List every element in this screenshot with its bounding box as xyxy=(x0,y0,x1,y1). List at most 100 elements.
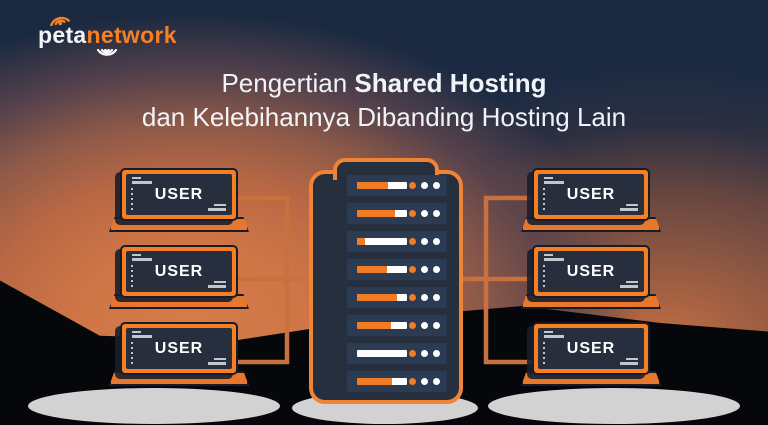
laptop-screen-content: USER xyxy=(126,328,232,369)
wifi-inverted-icon xyxy=(96,48,118,56)
screen-line xyxy=(214,281,226,283)
screen-line xyxy=(132,331,141,333)
laptop-screen-content: USER xyxy=(538,251,644,292)
slot-load-fill xyxy=(357,322,391,329)
slot-load-bar xyxy=(357,378,407,385)
slot-indicator-dot xyxy=(409,182,416,189)
laptop-screen: USER xyxy=(532,168,650,221)
page-title: Pengertian Shared Hosting dan Kelebihann… xyxy=(0,66,768,134)
screen-line xyxy=(132,254,141,256)
logo-text-peta: peta xyxy=(38,22,87,48)
user-laptop-left-2: USER xyxy=(109,245,260,311)
slot-load-fill xyxy=(357,238,365,245)
slot-indicator-dot xyxy=(409,266,416,273)
user-label: USER xyxy=(154,185,204,203)
laptop-screen: USER xyxy=(120,322,238,375)
laptop-screen: USER xyxy=(532,245,650,298)
slot-indicator-dot xyxy=(421,350,428,357)
user-label: USER xyxy=(566,262,616,280)
title-line1-regular: Pengertian xyxy=(221,68,355,98)
slot-load-bar xyxy=(357,350,407,357)
slot-indicator-dot xyxy=(433,238,440,245)
title-line-2: dan Kelebihannya Dibanding Hosting Lain xyxy=(141,102,627,132)
slot-indicator-dot xyxy=(433,182,440,189)
server-slot-6 xyxy=(347,315,447,336)
screen-line xyxy=(208,208,226,211)
screen-line xyxy=(544,254,553,256)
screen-dotted-line xyxy=(543,265,545,289)
slot-load-fill xyxy=(357,378,392,385)
laptop-screen: USER xyxy=(532,322,650,375)
screen-line xyxy=(132,177,141,179)
slot-load-bar xyxy=(357,294,407,301)
screen-line xyxy=(626,281,638,283)
slot-indicator-dot xyxy=(409,238,416,245)
screen-line xyxy=(620,362,638,365)
slot-indicator-dot xyxy=(421,238,428,245)
shared-server xyxy=(309,158,463,404)
screen-dotted-line xyxy=(131,188,133,212)
screen-line xyxy=(544,258,564,261)
slot-indicator-dot xyxy=(433,210,440,217)
slot-indicator-dot xyxy=(433,378,440,385)
slot-indicator-dot xyxy=(409,294,416,301)
laptop-screen-content: USER xyxy=(538,328,644,369)
slot-load-bar xyxy=(357,266,407,273)
slot-indicator-dot xyxy=(433,266,440,273)
slot-indicator-dot xyxy=(409,378,416,385)
slot-load-fill xyxy=(357,266,387,273)
slot-indicator-dot xyxy=(421,378,428,385)
server-slot-4 xyxy=(347,259,447,280)
ground-shadow-left xyxy=(28,388,280,424)
user-laptop-left-1: USER xyxy=(109,168,260,234)
slot-load-fill xyxy=(357,210,395,217)
title-line-1: Pengertian Shared Hosting xyxy=(0,66,768,100)
slot-load-fill xyxy=(357,182,388,189)
screen-dotted-line xyxy=(131,265,133,289)
screen-dotted-line xyxy=(543,342,545,366)
server-slot-3 xyxy=(347,231,447,252)
user-label: USER xyxy=(154,339,204,357)
laptop-screen: USER xyxy=(120,168,238,221)
server-slot-1 xyxy=(347,175,447,196)
laptop-screen-content: USER xyxy=(538,174,644,215)
server-top-cap xyxy=(333,158,439,180)
screen-line xyxy=(626,204,638,206)
user-label: USER xyxy=(566,185,616,203)
user-label: USER xyxy=(566,339,616,357)
server-slot-2 xyxy=(347,203,447,224)
user-label: USER xyxy=(154,262,204,280)
slot-indicator-dot xyxy=(409,322,416,329)
laptop-screen: USER xyxy=(120,245,238,298)
screen-line xyxy=(544,331,553,333)
wifi-icon xyxy=(50,16,71,27)
server-slot-5 xyxy=(347,287,447,308)
logo-text-network: network xyxy=(86,22,177,48)
petanetwork-logo: petanetwork xyxy=(38,10,177,56)
screen-line xyxy=(208,362,226,365)
slot-load-fill xyxy=(357,294,397,301)
screen-dotted-line xyxy=(543,188,545,212)
slot-load-bar xyxy=(357,238,407,245)
slot-indicator-dot xyxy=(409,350,416,357)
slot-load-bar xyxy=(357,322,407,329)
screen-line xyxy=(544,335,564,338)
slot-load-bar xyxy=(357,210,407,217)
laptop-screen-content: USER xyxy=(126,251,232,292)
slot-indicator-dot xyxy=(421,266,428,273)
slot-indicator-dot xyxy=(421,294,428,301)
laptop-screen-content: USER xyxy=(126,174,232,215)
screen-line xyxy=(132,258,152,261)
slot-indicator-dot xyxy=(433,294,440,301)
slot-indicator-dot xyxy=(409,210,416,217)
screen-line xyxy=(132,335,152,338)
screen-dotted-line xyxy=(131,342,133,366)
screen-line xyxy=(214,204,226,206)
screen-line xyxy=(620,285,638,288)
slot-indicator-dot xyxy=(421,182,428,189)
screen-line xyxy=(208,285,226,288)
user-laptop-left-3: USER xyxy=(109,322,260,388)
screen-line xyxy=(132,181,152,184)
